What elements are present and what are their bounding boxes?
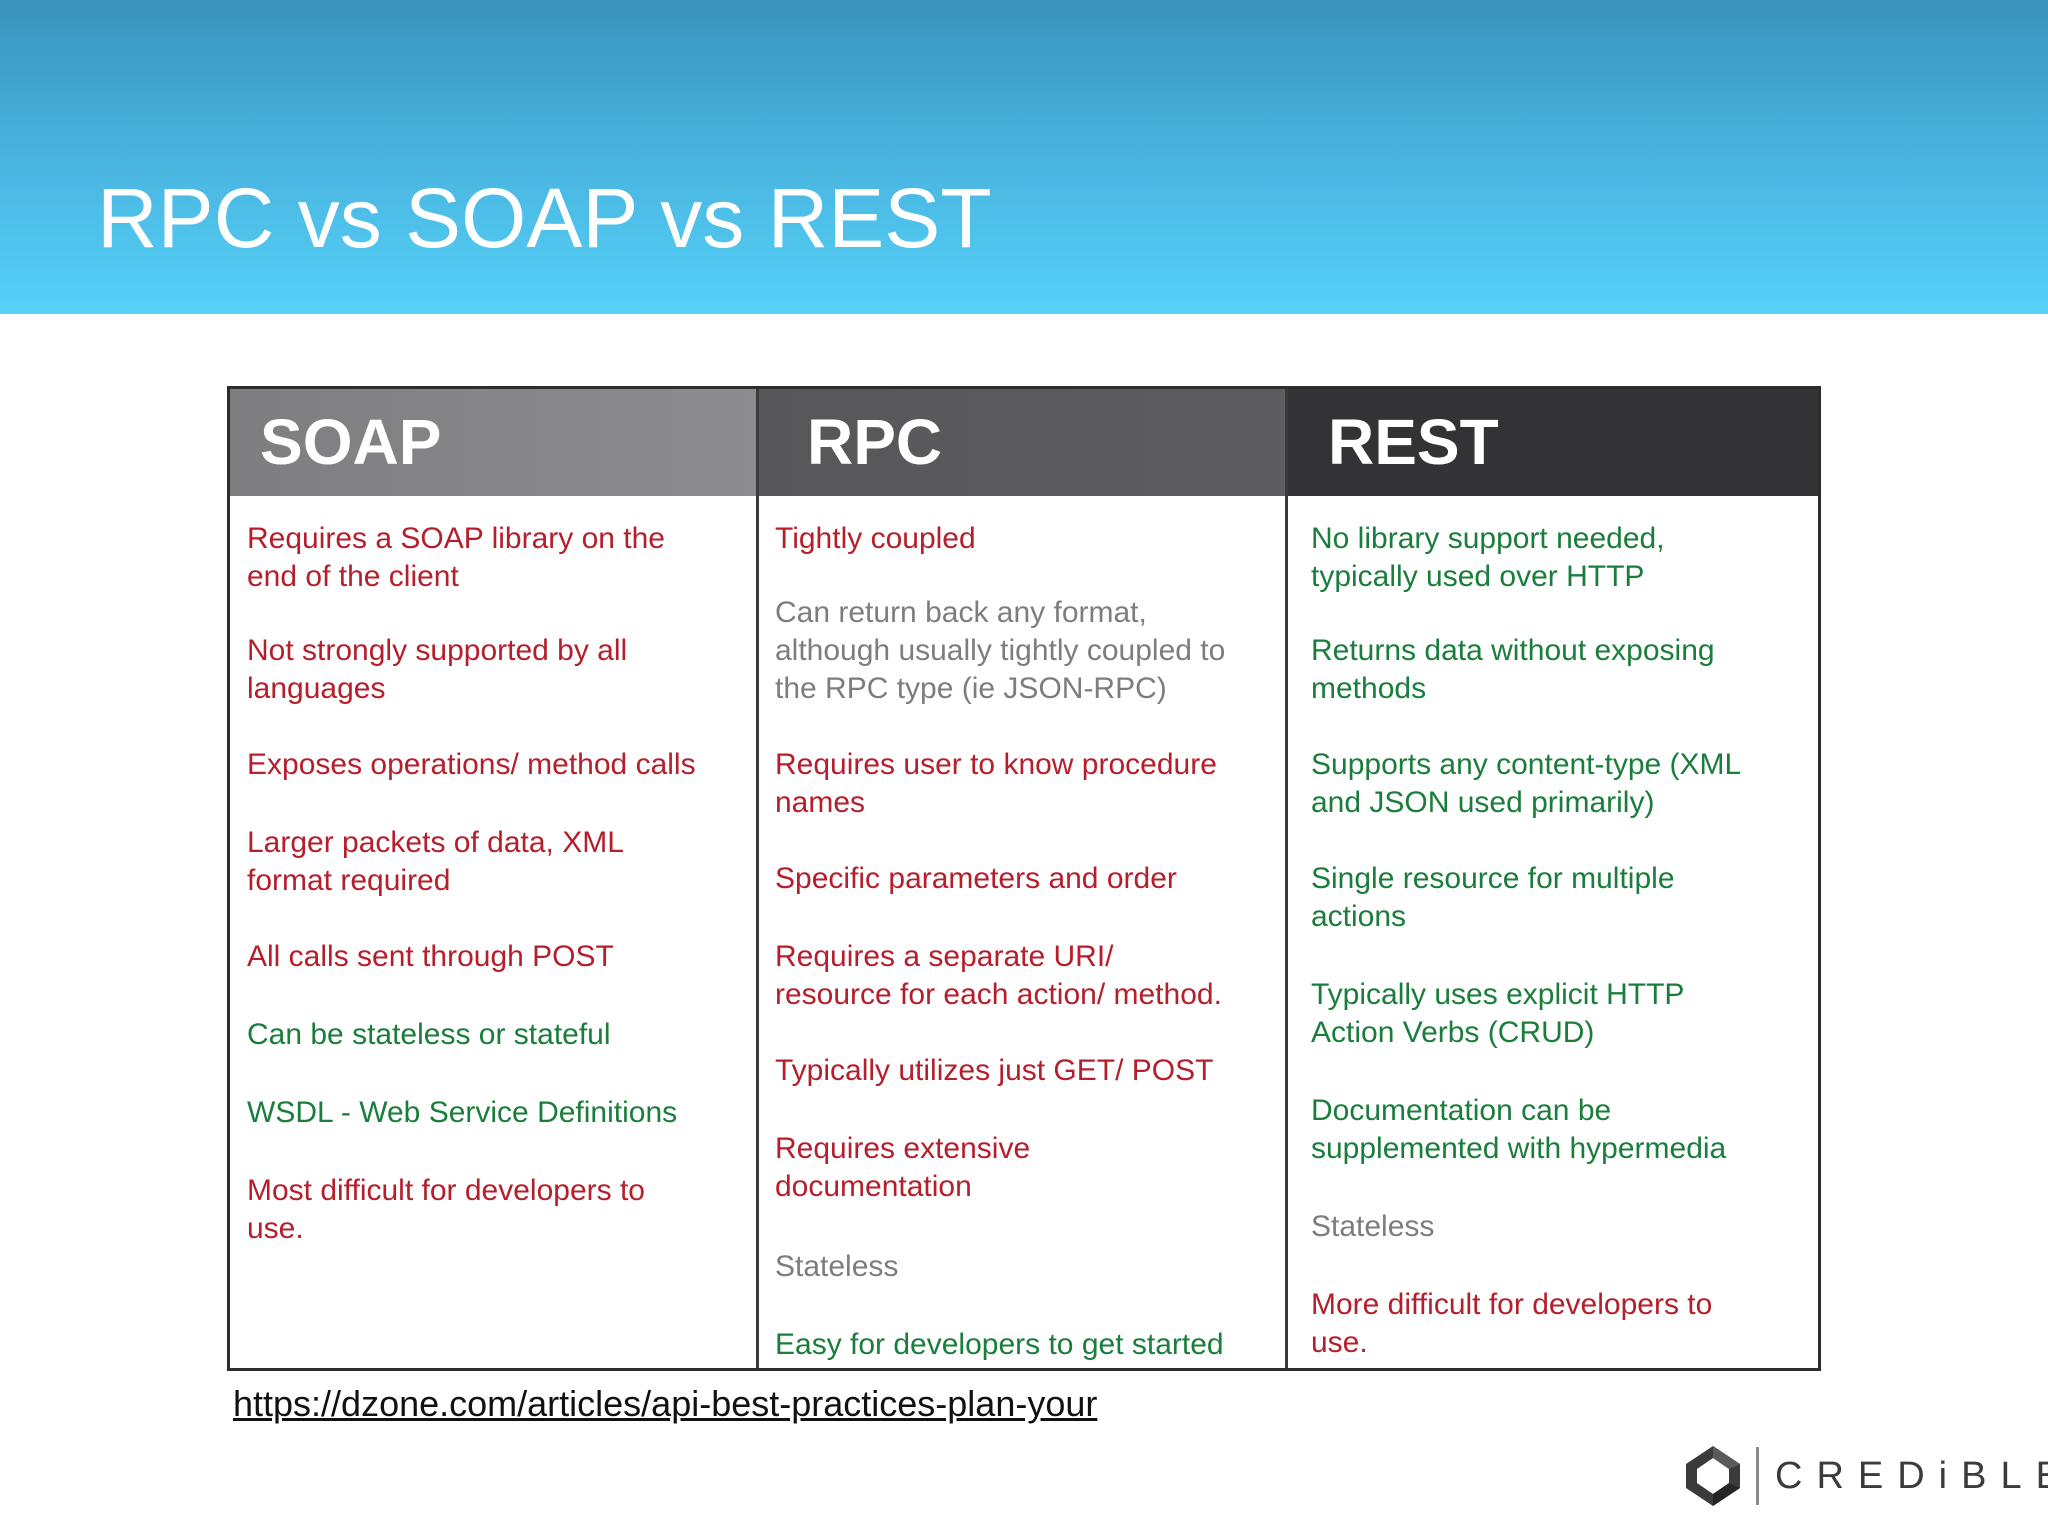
rest-column-header: REST [1288, 389, 1818, 496]
table-cell-item: Stateless [775, 1248, 898, 1286]
cell-text-line: Exposes operations/ method calls [247, 748, 696, 781]
cell-text-line: actions [1311, 900, 1407, 933]
soap-column: SOAP Requires a SOAP library on the end o… [230, 389, 759, 1368]
logo-text: CREDiBLE [1775, 1454, 2048, 1497]
cell-text-line: Documentation can be [1311, 1094, 1612, 1127]
cell-text-line: Action Verbs (CRUD) [1311, 1016, 1595, 1049]
cell-text-line: Stateless [1311, 1210, 1435, 1243]
table-cell-item: More difficult for developers to use. [1311, 1286, 1712, 1362]
cell-text-line: Single resource for multiple [1311, 862, 1675, 895]
rest-column: REST No library support needed, typically… [1288, 389, 1818, 1368]
cell-text-line: use. [247, 1212, 304, 1245]
cell-text-line: methods [1311, 672, 1427, 705]
cell-text-line: Larger packets of data, XML [247, 826, 624, 859]
title-banner: RPC vs SOAP vs REST [0, 0, 2048, 314]
cell-text-line: although usually tightly coupled to [775, 634, 1226, 667]
table-cell-item: Stateless [1311, 1208, 1434, 1246]
table-cell-item: Can return back any format, although usua… [775, 594, 1225, 708]
cell-text-line: Can be stateless or stateful [247, 1018, 611, 1051]
table-cell-item: Tightly coupled [775, 520, 976, 558]
table-cell-item: Requires user to know procedure names [775, 746, 1217, 822]
cell-text-line: Easy for developers to get started [775, 1328, 1224, 1361]
comparison-table: SOAP Requires a SOAP library on the end o… [227, 386, 1821, 1371]
cell-text-line: the RPC type (ie JSON-RPC) [775, 672, 1167, 705]
cell-text-line: resource for each action/ method. [775, 978, 1222, 1011]
table-cell-item: Typically uses explicit HTTP Action Verbs… [1311, 976, 1684, 1052]
cell-text-line: documentation [775, 1170, 972, 1203]
cell-text-line: Requires user to know procedure [775, 748, 1217, 781]
table-cell-item: Easy for developers to get started [775, 1326, 1224, 1364]
cell-text-line: Typically uses explicit HTTP [1311, 978, 1685, 1011]
cell-text-line: names [775, 786, 866, 819]
cell-text-line: languages [247, 672, 386, 705]
cell-text-line: use. [1311, 1326, 1368, 1359]
cell-text-line: All calls sent through POST [247, 940, 614, 973]
table-cell-item: Returns data without exposing methods [1311, 632, 1715, 708]
credible-diamond-logo-icon [1686, 1446, 1740, 1506]
table-cell-item: All calls sent through POST [247, 938, 614, 976]
table-cell-item: Can be stateless or stateful [247, 1016, 611, 1054]
cell-text-line: format required [247, 864, 451, 897]
cell-text-line: Can return back any format, [775, 596, 1147, 629]
cell-text-line: Supports any content-type (XML [1311, 748, 1742, 781]
cell-text-line: supplemented with hypermedia [1311, 1132, 1727, 1165]
cell-text-line: Requires extensive [775, 1132, 1031, 1165]
cell-text-line: Stateless [775, 1250, 899, 1283]
table-cell-item: No library support needed, typically used… [1311, 520, 1665, 596]
slide-title: RPC vs SOAP vs REST [97, 171, 992, 265]
table-cell-item: Requires extensive documentation [775, 1130, 1030, 1206]
table-cell-item: Requires a SOAP library on the end of the… [247, 520, 665, 596]
table-cell-item: Documentation can be supplemented with hy… [1311, 1092, 1726, 1168]
table-cell-item: Specific parameters and order [775, 860, 1177, 898]
logo-divider [1756, 1447, 1759, 1505]
table-cell-item: Larger packets of data, XML format requir… [247, 824, 624, 900]
cell-text-line: end of the client [247, 560, 459, 593]
cell-text-line: Tightly coupled [775, 522, 976, 555]
table-cell-item: Single resource for multiple actions [1311, 860, 1675, 936]
cell-text-line: Requires a separate URI/ [775, 940, 1114, 973]
cell-text-line: WSDL - Web Service Definitions [247, 1096, 678, 1129]
cell-text-line: Most difficult for developers to [247, 1174, 645, 1207]
cell-text-line: Typically utilizes just GET/ POST [775, 1054, 1214, 1087]
soap-column-header: SOAP [230, 389, 756, 496]
credible-logo: CREDiBLE [1684, 1444, 2048, 1508]
cell-text-line: and JSON used primarily) [1311, 786, 1655, 819]
source-link[interactable]: https://dzone.com/articles/api-best-prac… [233, 1383, 1098, 1424]
table-cell-item: Exposes operations/ method calls [247, 746, 696, 784]
table-cell-item: Requires a separate URI/resource for eac… [775, 938, 1222, 1014]
cell-text-line: No library support needed, [1311, 522, 1665, 555]
cell-text-line: Not strongly supported by all [247, 634, 628, 667]
rpc-column-header: RPC [759, 389, 1285, 496]
table-cell-item: Most difficult for developers to use. [247, 1172, 645, 1248]
cell-text-line: Returns data without exposing [1311, 634, 1715, 667]
table-cell-item: Typically utilizes just GET/ POST [775, 1052, 1213, 1090]
cell-text-line: typically used over HTTP [1311, 560, 1645, 593]
cell-text-line: Specific parameters and order [775, 862, 1177, 895]
table-cell-item: Not strongly supported by all languages [247, 632, 627, 708]
cell-text-line: Requires a SOAP library on the [247, 522, 665, 555]
cell-text-line: More difficult for developers to [1311, 1288, 1713, 1321]
table-cell-item: WSDL - Web Service Definitions [247, 1094, 677, 1132]
table-cell-item: Supports any content-type (XML and JSON u… [1311, 746, 1741, 822]
